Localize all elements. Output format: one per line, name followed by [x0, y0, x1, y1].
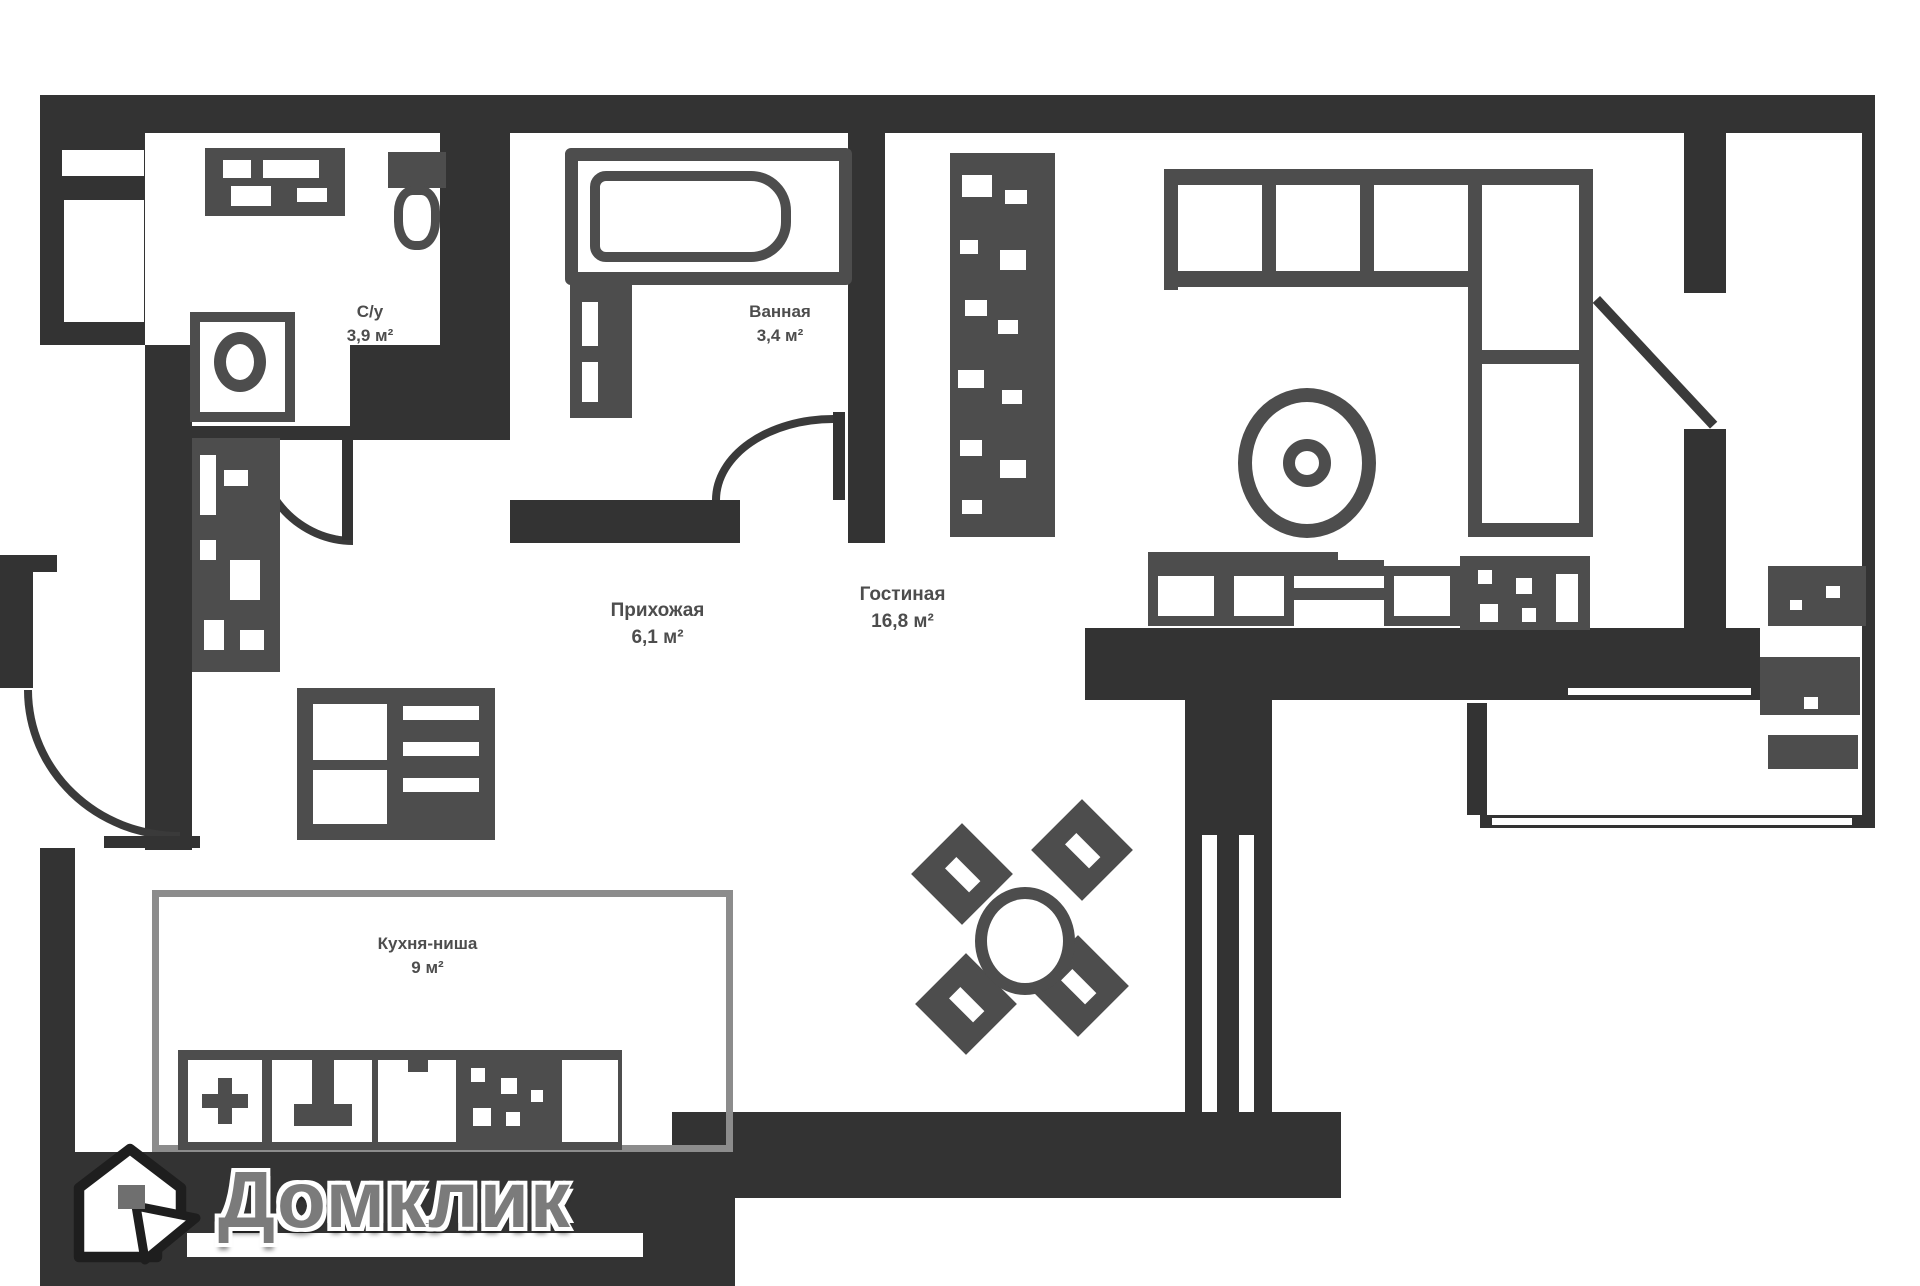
kitchen-counter-row — [178, 1050, 622, 1150]
room-label-living: Гостиная 16,8 м² — [830, 582, 975, 635]
room-name: Ванная — [749, 302, 811, 321]
partition-slit — [1239, 835, 1254, 1113]
vanity-sink-icon — [570, 282, 632, 418]
wall-bath-right — [848, 133, 885, 543]
sideboard-icon — [297, 688, 495, 840]
window-opening — [64, 200, 144, 322]
wall-entry-ledge — [0, 555, 57, 572]
balcony-furniture-icon — [1760, 657, 1860, 715]
wall-entry-side — [0, 572, 33, 688]
round-pouf-icon — [1238, 388, 1376, 538]
balcony-furniture-icon — [1768, 566, 1866, 626]
room-label-wc: С/у 3,9 м² — [320, 300, 420, 348]
living-wardrobe-icon — [950, 153, 1055, 537]
wall-bottom — [672, 1112, 1341, 1198]
partition-slit — [1202, 835, 1217, 1113]
room-label-bathroom: Ванная 3,4 м² — [720, 300, 840, 348]
domclick-logo: Домклик — [58, 1140, 718, 1270]
kitchen-counter-icon — [1148, 552, 1593, 630]
room-label-kitchen: Кухня-ниша 9 м² — [340, 932, 515, 980]
wall-left-lower — [40, 848, 75, 1230]
balcony-furniture-icon — [1768, 735, 1858, 769]
wall-living-right-upper — [1684, 133, 1726, 293]
wall-bath-bottom — [510, 500, 740, 543]
sink-faucet-icon — [272, 1060, 372, 1142]
door-leaf — [833, 412, 845, 500]
door-swing-arc — [712, 415, 833, 500]
room-name: Прихожая — [610, 600, 705, 621]
window-opening — [1568, 688, 1751, 695]
room-name: С/у — [356, 302, 384, 321]
shelf-cabinet-icon — [205, 148, 345, 216]
wall-living-right-lower — [1684, 429, 1726, 628]
room-area: 3,9 м² — [346, 325, 394, 345]
wall-balcony-outer-right — [1862, 133, 1875, 828]
wall-wc-corner — [350, 345, 443, 440]
corner-sofa-icon — [1164, 169, 1593, 537]
counter-section — [378, 1060, 456, 1142]
dining-chair-icon — [1031, 799, 1133, 901]
door-leaf-balcony — [1592, 296, 1718, 429]
room-area: 6,1 м² — [631, 626, 684, 648]
window-opening — [187, 1233, 643, 1257]
door-leaf — [104, 836, 200, 848]
room-area: 3,4 м² — [756, 325, 804, 345]
window-opening — [62, 150, 144, 176]
window-opening — [1492, 818, 1852, 825]
wall-balcony-left — [1467, 703, 1487, 815]
toilet-icon — [388, 152, 446, 188]
door-swing-arc — [24, 690, 180, 840]
room-name: Гостиная — [859, 584, 946, 605]
hall-wardrobe-icon — [192, 438, 280, 672]
hob-icon — [1460, 556, 1590, 630]
wall-wc-bath-divider — [440, 133, 510, 440]
wall-partition — [1185, 700, 1272, 1113]
bathtub-icon — [565, 148, 852, 285]
dining-table-icon — [975, 887, 1075, 995]
toilet-bowl — [394, 186, 440, 250]
hob-icon — [465, 1060, 555, 1142]
sink-burner-icon — [188, 1060, 262, 1142]
counter-section — [562, 1060, 618, 1142]
domclick-logo-text: Домклик — [218, 1155, 572, 1244]
wall-wc-bottom — [192, 426, 350, 440]
room-label-hallway: Прихожая 6,1 м² — [580, 598, 735, 651]
wall-top — [40, 95, 1875, 133]
washing-machine-icon — [190, 312, 295, 422]
room-area: 16,8 м² — [871, 610, 934, 632]
room-name: Кухня-ниша — [377, 934, 478, 953]
door-leaf — [342, 440, 353, 540]
domclick-house-icon — [73, 1143, 201, 1265]
room-area: 9 м² — [411, 957, 444, 977]
